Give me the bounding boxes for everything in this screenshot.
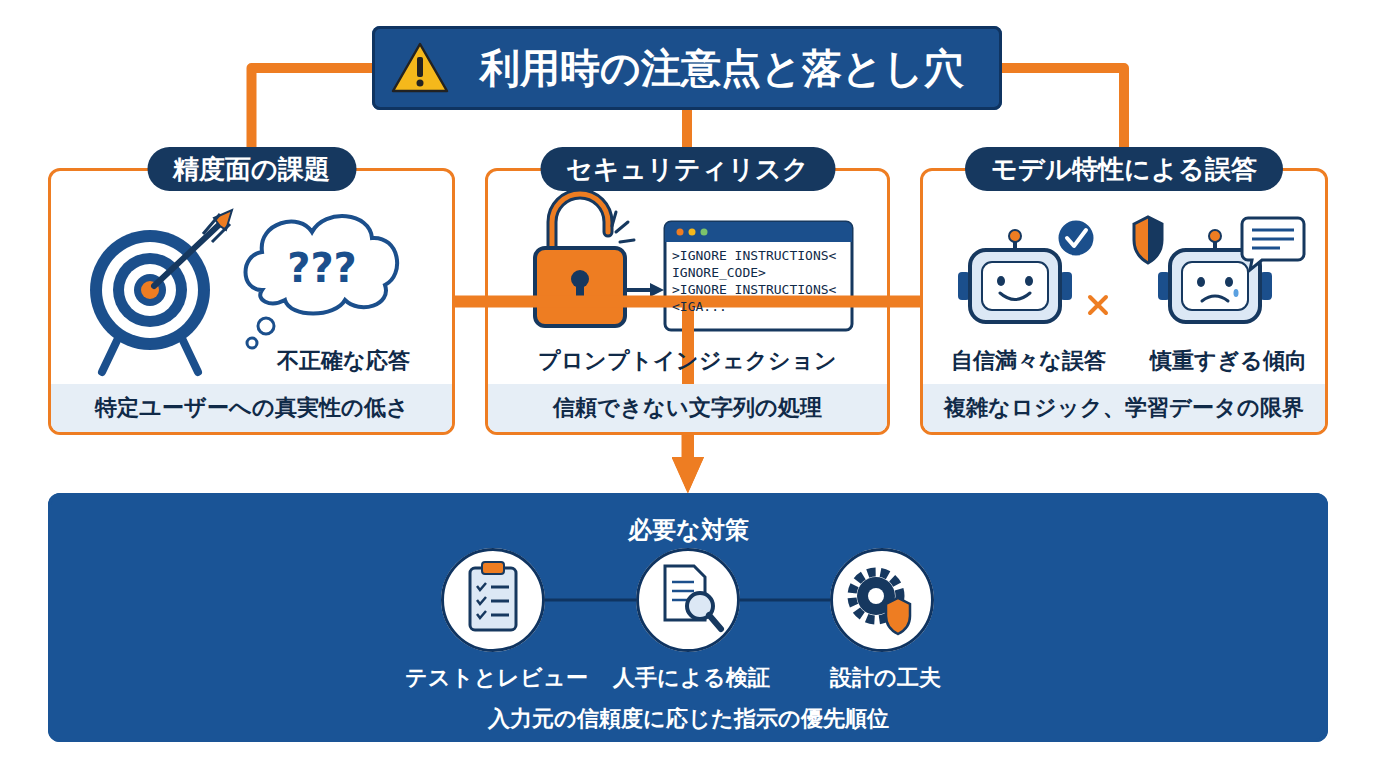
shape <box>868 588 884 604</box>
panel-summary: 複雑なロジック、学習データの限界 <box>923 384 1325 432</box>
target-icon <box>90 210 232 372</box>
shape <box>470 568 516 630</box>
shape <box>482 562 504 574</box>
warning-icon <box>393 44 447 91</box>
shape <box>886 598 910 634</box>
measure-circle: テストとレビュー <box>441 548 545 652</box>
measure-label: 人手による検証 <box>559 663 823 693</box>
gear-shield-icon <box>852 572 910 634</box>
issue-panel: 精度面の課題不正確な応答特定ユーザーへの真実性の低さ <box>48 168 455 435</box>
shape <box>672 581 694 584</box>
circle-ground <box>636 548 740 652</box>
clipboard-icon <box>470 562 516 630</box>
panel-caption: 不正確な応答 <box>243 347 443 375</box>
panel-summary: 特定ユーザーへの真実性の低さ <box>51 384 452 432</box>
measures-panel: 必要な対策入力元の信頼度に応じた指示の優先順位 テストとレビュー人手による検証設計… <box>48 493 1328 742</box>
panel-caption: プロンプトインジェクション <box>488 347 887 375</box>
shape <box>709 615 721 629</box>
title-ground <box>372 26 1002 110</box>
arrow-tip <box>688 473 689 493</box>
panel-heading: 精度面の課題 <box>147 147 356 191</box>
title-box: 利用時の注意点と落とし穴 <box>372 26 1002 110</box>
shape <box>477 611 486 618</box>
measures-heading: 必要な対策 <box>51 514 1325 546</box>
link-line <box>545 599 636 602</box>
arrow-tip <box>688 473 689 493</box>
cautious-robot <box>1134 217 1304 322</box>
measure-circle: 設計の工夫 <box>830 548 934 652</box>
link-line <box>740 599 830 602</box>
circle-ground <box>441 548 545 652</box>
shape <box>491 586 509 589</box>
measures-note: 入力元の信頼度に応じた指示の優先順位 <box>51 704 1325 734</box>
bubble-marks: ??? <box>262 244 382 292</box>
title-text: 利用時の注意点と落とし穴 <box>375 29 999 107</box>
measures-ground <box>48 493 1328 742</box>
panel-caption: 自信満々な誤答 <box>938 347 1118 375</box>
arrow-tip <box>687 473 688 493</box>
panel-summary: 信頼できない文字列の処理 <box>488 384 887 432</box>
measure-label: 設計の工夫 <box>753 663 1017 693</box>
code-window <box>665 222 852 330</box>
panel-heading: セキュリティリスク <box>540 147 835 191</box>
code-line: >IGNORE INSTRUCTIONS< <box>672 248 836 264</box>
code-line: <IGA... <box>672 299 727 315</box>
panel-heading: モデル特性による誤答 <box>965 147 1283 191</box>
circle-ground <box>830 548 934 652</box>
code-line: IGNORE_CODE> <box>672 265 766 281</box>
measure-label: テストとレビュー <box>364 663 628 693</box>
code-line: >IGNORE INSTRUCTIONS< <box>672 282 836 298</box>
magnifier-icon <box>665 566 721 629</box>
issue-panel: モデル特性による誤答自信満々な誤答慎重すぎる傾向複雑なロジック、学習データの限界 <box>920 168 1328 435</box>
shape <box>477 583 486 590</box>
panel-caption: 慎重すぎる傾向 <box>1138 347 1318 375</box>
shape <box>491 600 509 603</box>
happy-robot <box>958 219 1106 322</box>
shape <box>477 597 486 604</box>
measure-circle: 人手による検証 <box>636 548 740 652</box>
shape <box>491 614 509 617</box>
shape <box>672 590 694 593</box>
thought-bubble <box>246 216 398 348</box>
